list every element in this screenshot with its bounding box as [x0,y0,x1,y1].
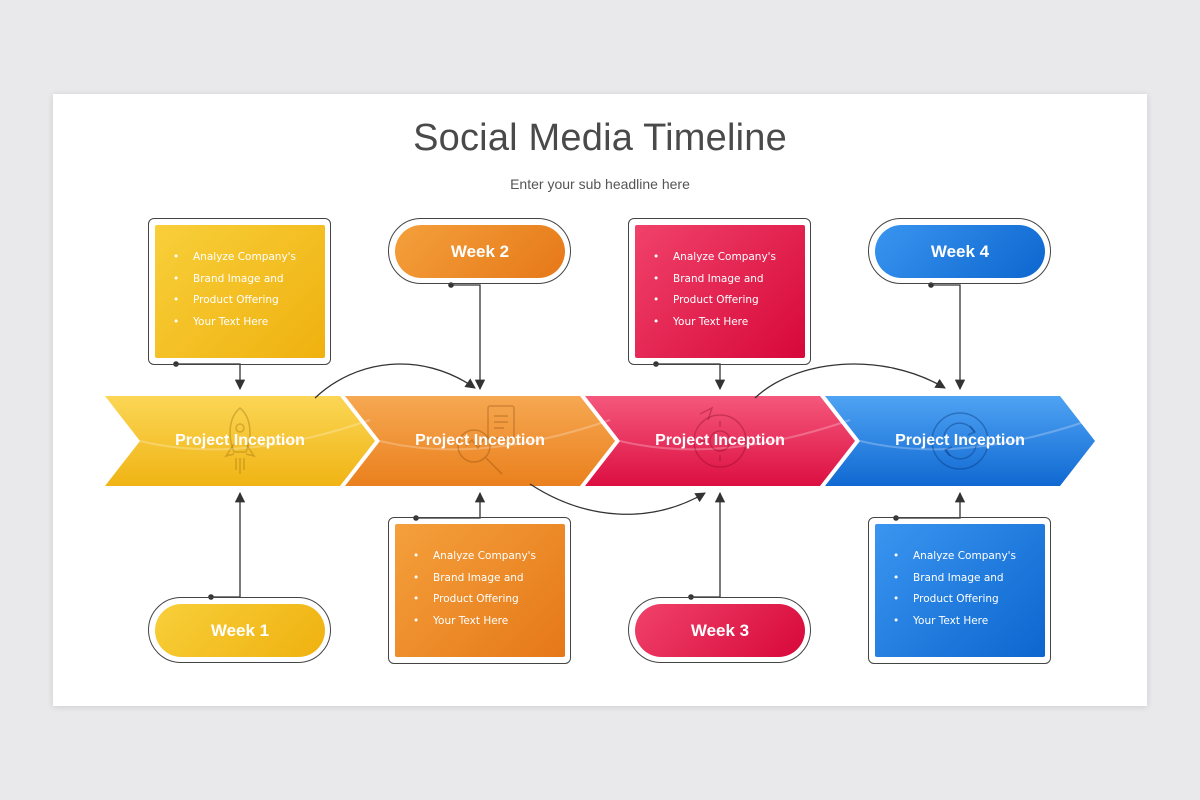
bullet-item: Your Text Here [173,312,315,334]
bullet-item: Product Offering [653,290,795,312]
bullet-item: Brand Image and [173,269,315,291]
chevron-stage-1 [105,396,375,486]
stage-label-3: Project Inception [655,432,785,449]
bullet-item: Brand Image and [653,269,795,291]
bullet-item: Analyze Company's [653,247,795,269]
week-frame-2 [388,218,571,284]
callout-frame-1 [148,218,331,365]
callout-frame-2 [388,517,571,664]
callout-frame-4 [868,517,1051,664]
bullet-item: Analyze Company's [893,546,1035,568]
bullet-item: Analyze Company's [173,247,315,269]
bullet-item: Your Text Here [893,611,1035,633]
week-1-pill: Week 1 [155,604,325,657]
connector-box-3 [656,363,726,391]
week-2-pill: Week 2 [395,225,565,278]
text-box-1: Analyze Company's Brand Image and Produc… [155,225,325,358]
connector-week-3 [691,491,726,598]
stage-label-1: Project Inception [175,432,305,449]
text-box-2: Analyze Company's Brand Image and Produc… [395,524,565,657]
refresh-cycle-icon [931,412,989,470]
connector-week-1 [211,491,246,598]
bullet-item: Product Offering [413,589,555,611]
bullet-item: Your Text Here [413,611,555,633]
week-4-pill: Week 4 [875,225,1045,278]
research-clipboard-icon [457,405,515,475]
bullet-item: Brand Image and [413,568,555,590]
connector-week-4 [931,284,966,391]
rocket-icon [224,407,256,474]
chevron-stage-2 [345,396,615,486]
text-box-3: Analyze Company's Brand Image and Produc… [635,225,805,358]
chevron-stage-4 [825,396,1095,486]
page-title: Social Media Timeline [413,117,787,159]
stage-label-4: Project Inception [895,432,1025,449]
chevron-stage-3 [585,396,855,486]
connector-week-2 [451,284,486,391]
week-frame-3 [628,597,811,663]
connector-box-4 [896,491,966,519]
text-box-4: Analyze Company's Brand Image and Produc… [875,524,1045,657]
stage-label-2: Project Inception [415,432,545,449]
week-3-pill: Week 3 [635,604,805,657]
page-subtitle: Enter your sub headline here [510,176,690,192]
curve-arrow-2-3 [529,483,706,515]
bullet-item: Analyze Company's [413,546,555,568]
bullet-item: Product Offering [173,290,315,312]
bullet-item: Product Offering [893,589,1035,611]
callout-frame-3 [628,218,811,365]
gear-cycle-icon [693,406,747,468]
week-frame-4 [868,218,1051,284]
curve-arrow-3-4 [754,363,946,399]
bullet-item: Your Text Here [653,312,795,334]
connector-box-1 [176,363,246,391]
week-frame-1 [148,597,331,663]
bullet-item: Brand Image and [893,568,1035,590]
connector-box-2 [416,491,486,519]
curve-arrow-1-2 [314,363,476,399]
